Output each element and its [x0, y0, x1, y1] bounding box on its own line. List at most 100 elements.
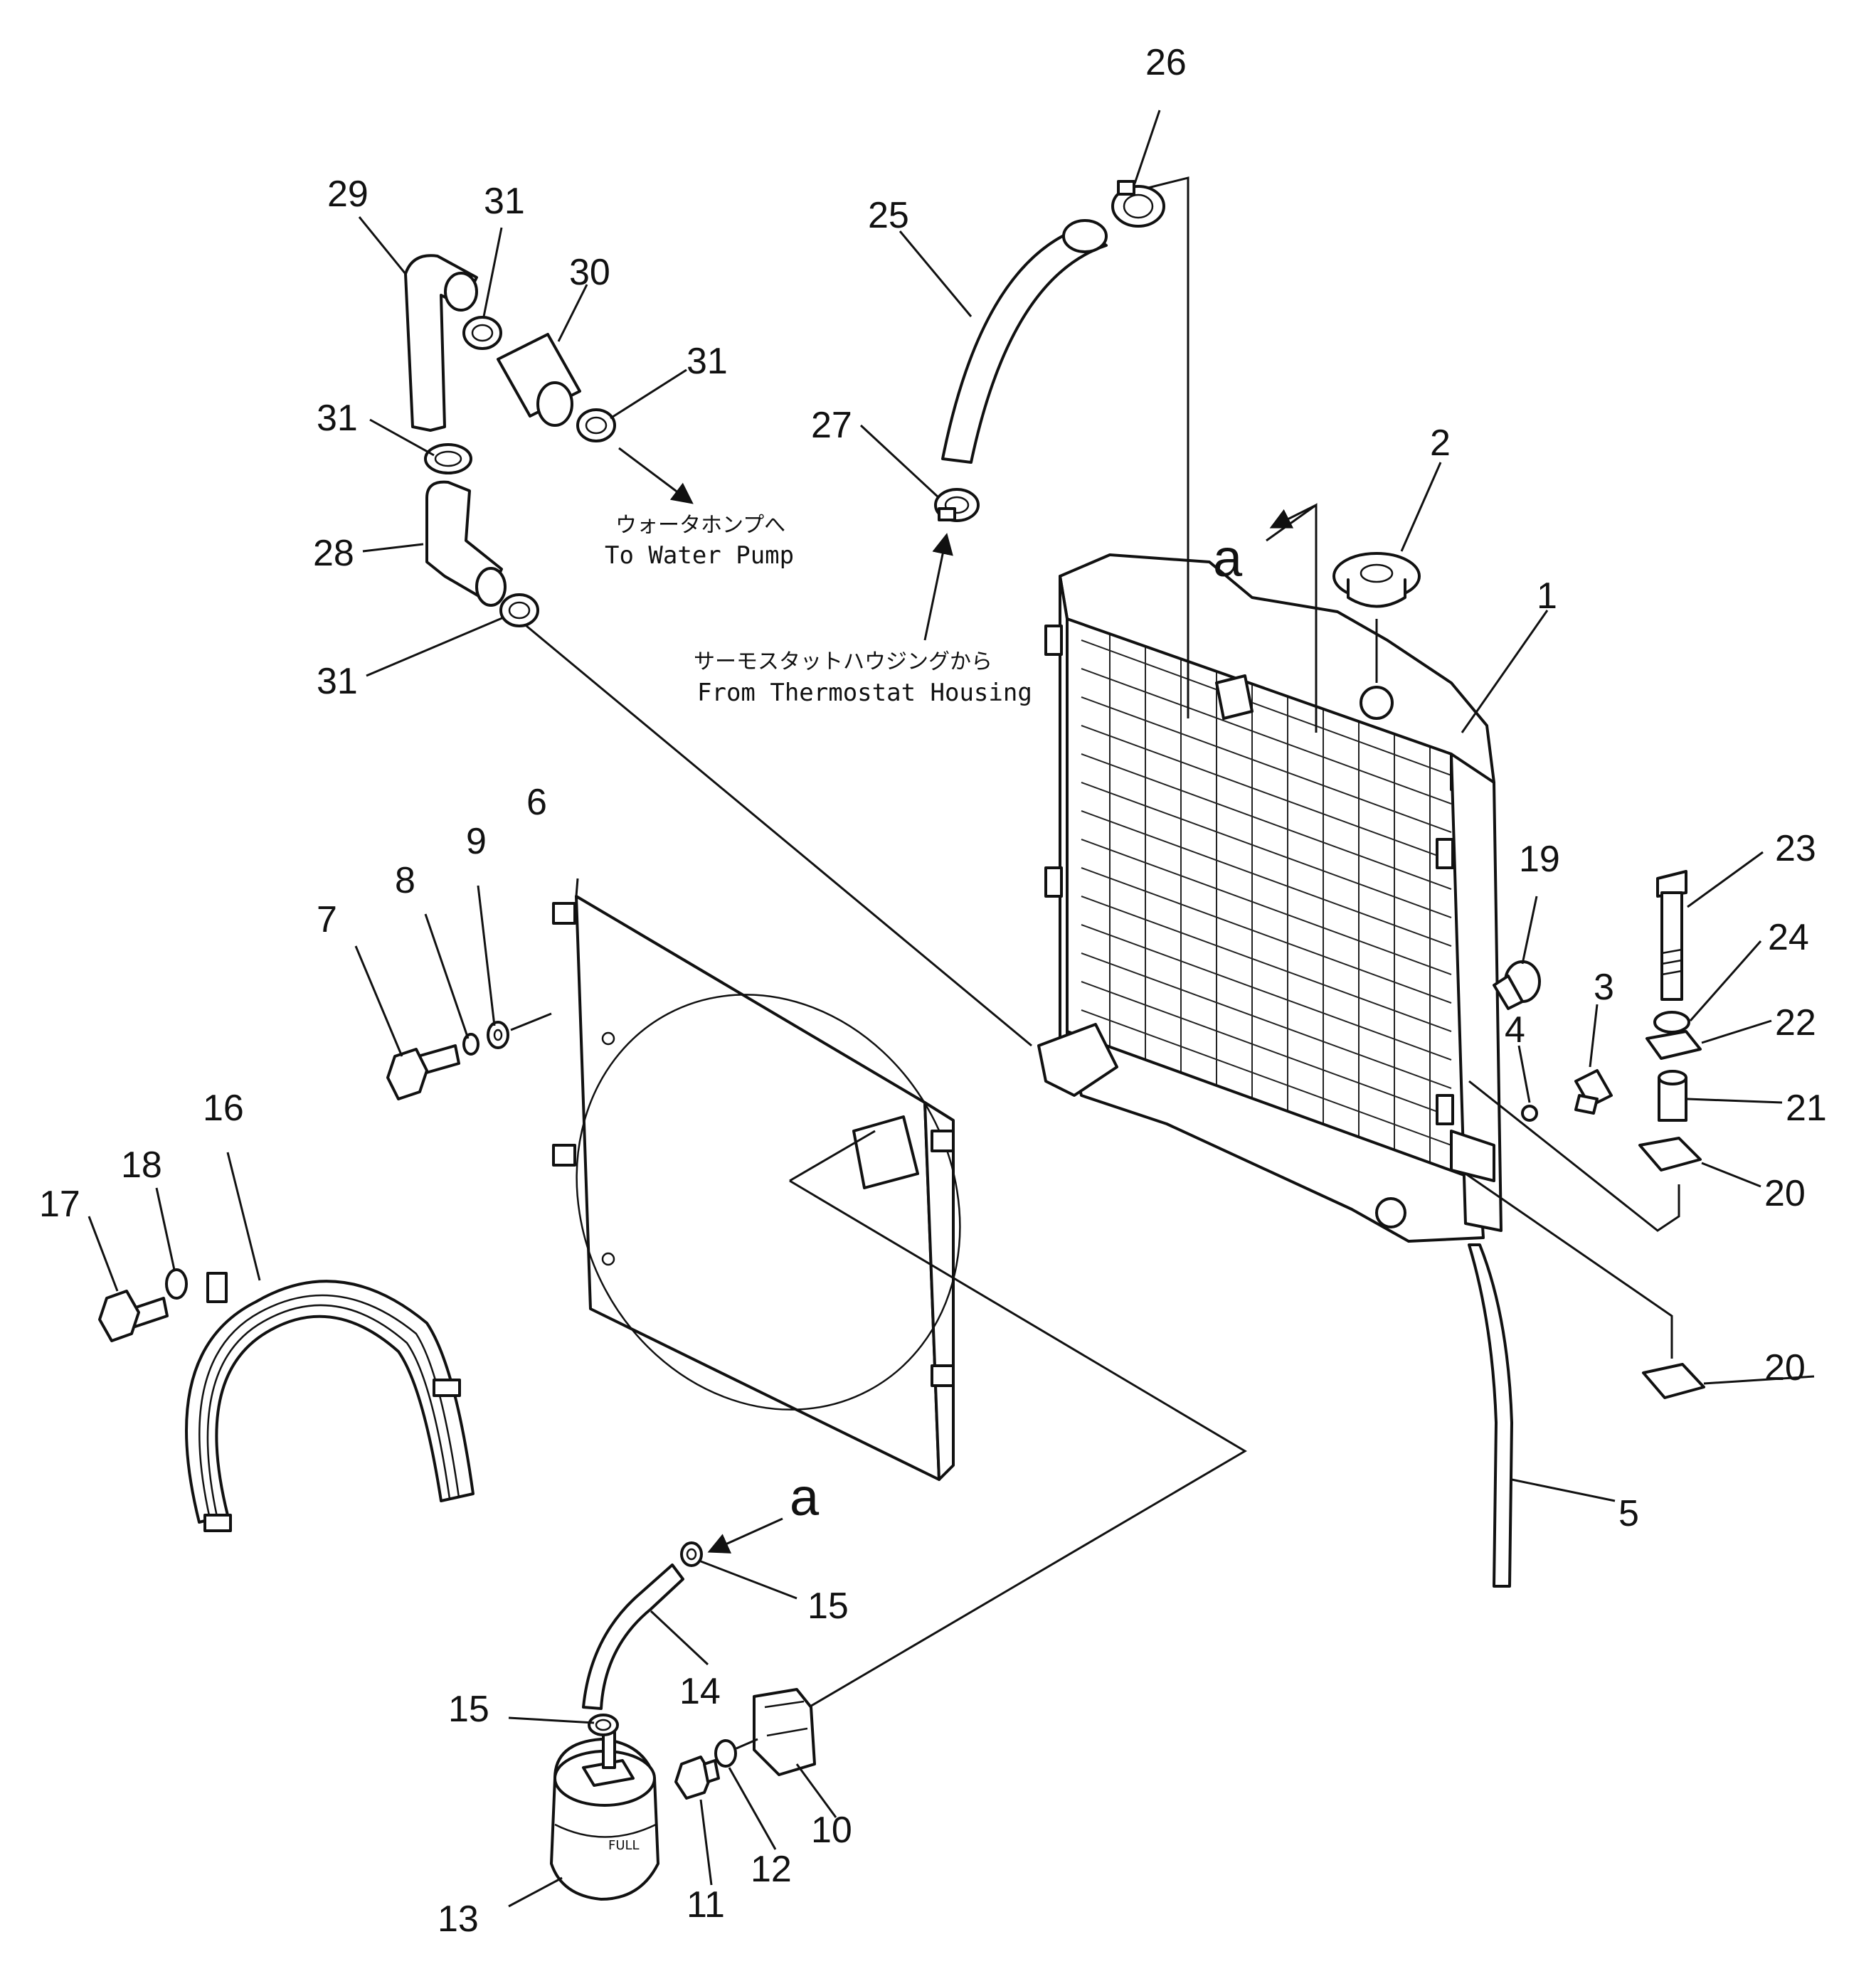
- callout-23: 23: [1775, 828, 1816, 869]
- radiator-mount-foot: [1450, 1130, 1495, 1182]
- callout-19: 19: [1519, 839, 1560, 880]
- coolant-reservoir: FULL: [550, 1738, 659, 1901]
- upper-hose-clamp-top: [1111, 180, 1165, 228]
- hose-clamp-2: [576, 408, 616, 442]
- callout-numbers: 1 2 3 4 5 6 7 8 9 10 11 12 13 14 15 15 1…: [39, 42, 1827, 1940]
- radiator-upper-inlet: [1215, 674, 1254, 720]
- reservoir-clamp-upper: [680, 1541, 703, 1567]
- upper-hose: [941, 219, 1108, 464]
- callout-31c: 31: [317, 398, 358, 439]
- section-arrow-a-top: [1269, 504, 1317, 529]
- lower-hose-to-radiator-line: [526, 625, 1032, 1047]
- mount-cushion-lower: [1642, 1363, 1705, 1399]
- callout-5: 5: [1618, 1493, 1639, 1534]
- section-marker-a-top: a: [1213, 529, 1243, 588]
- callout-6: 6: [526, 782, 547, 823]
- mount-spacer: [1658, 1070, 1687, 1122]
- radiator-right-side: [1450, 753, 1503, 1232]
- reservoir-bracket-washer: [714, 1739, 737, 1768]
- callout-7: 7: [317, 899, 337, 940]
- hose-clamp-1: [462, 316, 502, 350]
- callout-20b: 20: [1764, 1347, 1806, 1388]
- callout-26: 26: [1145, 42, 1187, 83]
- callout-29: 29: [327, 174, 369, 215]
- to-water-pump-jp-label: ウォータホンプへ: [615, 513, 785, 538]
- callout-16: 16: [203, 1088, 244, 1129]
- from-thermostat-en-label: From Thermostat Housing: [697, 679, 1032, 707]
- callout-27: 27: [811, 405, 852, 446]
- radiator-drain-boss: [1375, 1197, 1406, 1228]
- callout-15a: 15: [807, 1586, 849, 1627]
- callout-11: 11: [687, 1884, 725, 1926]
- fan-guard: [185, 1272, 475, 1532]
- lower-hose-straight: [497, 333, 581, 427]
- callout-17: 17: [39, 1184, 80, 1225]
- mount-assembly-line: [1465, 1080, 1680, 1359]
- drain-plug: [1574, 1069, 1613, 1115]
- mount-plate: [1646, 1030, 1702, 1060]
- to-water-pump-en-label: To Water Pump: [605, 541, 794, 570]
- callout-8: 8: [395, 860, 415, 901]
- lower-hose-elbow-upper: [404, 254, 478, 432]
- fan-shroud-opening: [576, 994, 961, 1411]
- callout-24: 24: [1768, 917, 1809, 958]
- callout-31a: 31: [484, 181, 525, 222]
- callout-9: 9: [466, 821, 487, 862]
- callout-30: 30: [569, 252, 610, 293]
- radiator-cap: [1332, 552, 1421, 608]
- section-marker-a-bottom: a: [790, 1467, 820, 1526]
- callout-2: 2: [1430, 423, 1451, 464]
- water-pump-flow-arrow: [618, 447, 694, 504]
- callout-25: 25: [868, 195, 909, 236]
- radiator-bracket-right-mid: [1436, 1094, 1454, 1125]
- callout-14: 14: [679, 1671, 721, 1712]
- radiator-bracket-left-top: [1044, 625, 1063, 656]
- reservoir-level-label: FULL: [608, 1838, 640, 1853]
- reservoir-hose: [582, 1563, 684, 1710]
- mount-cushion-upper: [1638, 1137, 1702, 1172]
- callout-28: 28: [313, 533, 354, 574]
- callout-12: 12: [751, 1849, 792, 1890]
- reservoir-cap-nozzle: [602, 1731, 616, 1769]
- callout-31d: 31: [317, 661, 358, 702]
- callout-4: 4: [1505, 1009, 1525, 1051]
- radiator-rubber-mount: [1493, 960, 1541, 1010]
- hose-clamp-3: [424, 443, 472, 474]
- upper-hose-clamp-bottom: [934, 488, 980, 522]
- radiator-bracket-right-top: [1436, 838, 1454, 869]
- shroud-bolt: [386, 1044, 460, 1100]
- callout-20a: 20: [1764, 1173, 1806, 1214]
- from-thermostat-jp-label: サーモスタットハウジングから: [694, 649, 992, 674]
- radiator-fins: [1081, 626, 1452, 1184]
- mount-bolt: [1656, 870, 1687, 1001]
- callout-21: 21: [1786, 1088, 1827, 1129]
- overflow-pipe: [1468, 1243, 1513, 1588]
- radiator-filler-neck: [1360, 686, 1394, 720]
- callout-leaders: [88, 110, 1815, 1908]
- reservoir-bracket-bolt: [674, 1756, 720, 1800]
- callout-15b: 15: [448, 1689, 489, 1730]
- fan-guard-washer: [165, 1268, 188, 1300]
- lower-hose-elbow-lower: [425, 480, 507, 607]
- reservoir-clamp-lower: [588, 1714, 619, 1736]
- shroud-spring-washer: [462, 1033, 479, 1056]
- bracket-section-line: [789, 1130, 1247, 1716]
- fan-guard-bolt: [98, 1290, 169, 1342]
- callout-10: 10: [811, 1810, 852, 1851]
- callout-3: 3: [1594, 967, 1614, 1008]
- radiator-lower-outlet: [1037, 1023, 1118, 1097]
- shroud-flat-washer: [487, 1021, 509, 1049]
- hose-clamp-4: [499, 593, 539, 627]
- callout-22: 22: [1775, 1002, 1816, 1044]
- mount-washer: [1653, 1011, 1690, 1034]
- thermostat-flow-arrow: [923, 533, 953, 641]
- radiator-core: [1037, 553, 1503, 1243]
- callout-1: 1: [1537, 575, 1557, 617]
- callout-31b: 31: [687, 341, 728, 382]
- section-arrow-a-bottom: [707, 1517, 783, 1554]
- reservoir-bracket: [753, 1688, 816, 1776]
- callout-13: 13: [438, 1899, 479, 1940]
- radiator-bracket-left-mid: [1044, 866, 1063, 898]
- callout-18: 18: [121, 1145, 162, 1186]
